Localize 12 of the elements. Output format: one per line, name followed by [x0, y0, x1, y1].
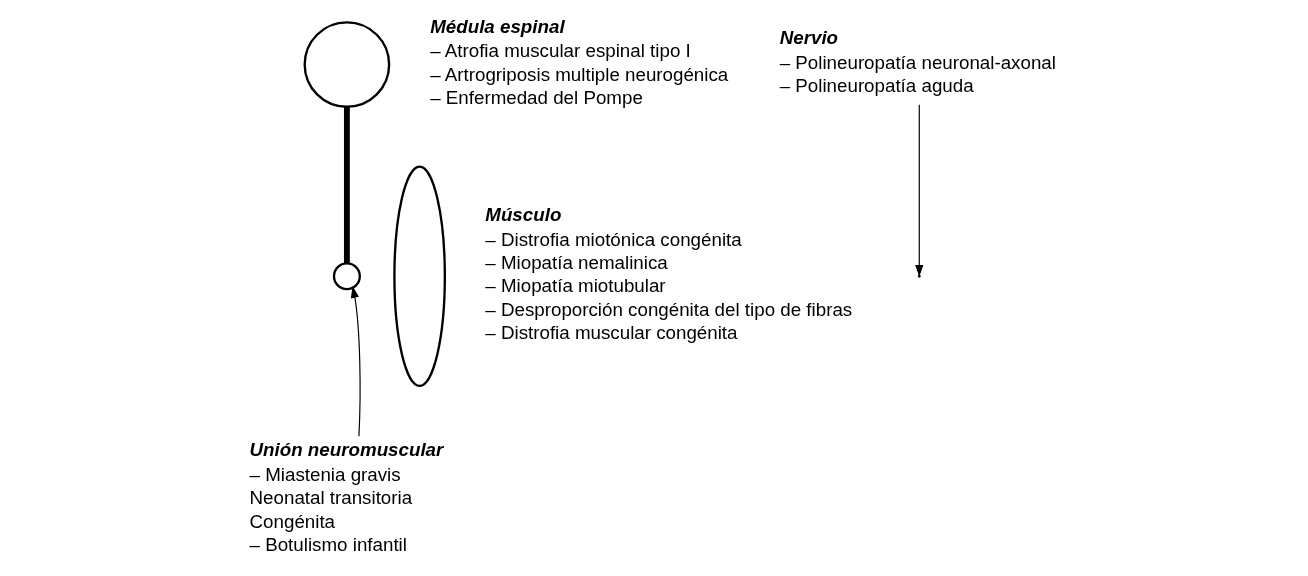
node-label: – Miopatía nemalinica	[484, 252, 668, 273]
node-label: Músculo	[484, 203, 561, 225]
node-text: Nervio – Polineuropatía neuronal-axonal – Polineuropatía aguda	[779, 27, 1056, 97]
node-label: Médula espinal	[429, 15, 565, 37]
node-label: – Desproporción congénita del tipo de fibras	[484, 298, 852, 320]
node-label: – Distrofia miotónica congénita	[484, 228, 742, 250]
node-label: – Miopatía miotubular	[484, 275, 666, 297]
node-label: – Distrofia muscular congénita	[484, 322, 738, 344]
node-label: – Atrofia muscular espinal tipo I	[429, 40, 691, 62]
node-text: Unión neuromuscular – Miastenia gravis Neonatal transitoria Congénita – Botulismo infantil	[249, 439, 443, 556]
node-label: – Artrogriposis multiple neurogénica	[429, 63, 728, 85]
node-label: – Enfermedad del Pompe	[429, 87, 643, 109]
